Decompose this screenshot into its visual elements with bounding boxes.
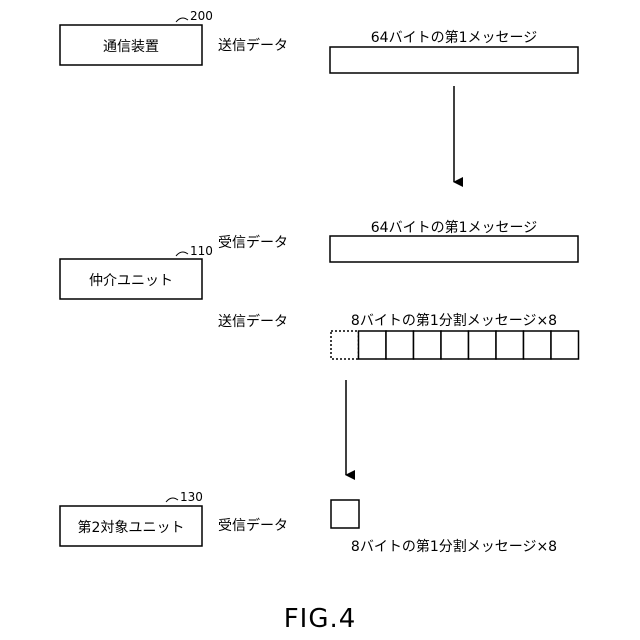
split-segment [551, 331, 579, 359]
split-segment [386, 331, 414, 359]
mid-recv-data-label: 受信データ [218, 234, 288, 251]
split-message-bottom-label: 8バイトの第1分割メッセージ×8 [351, 538, 557, 555]
second-target-unit-ref: 130 [180, 490, 203, 504]
first-message-top-box [330, 47, 578, 73]
split-segment [469, 331, 497, 359]
first-message-top-label: 64バイトの第1メッセージ [371, 29, 537, 46]
communication-device-ref: 200 [190, 9, 213, 23]
second-target-unit-label: 第2対象ユニット [78, 519, 185, 536]
intermediary-unit-ref-leader [176, 252, 188, 256]
split-segment [524, 331, 552, 359]
first-message-mid-box [330, 236, 578, 262]
target-recv-data-label: 受信データ [218, 517, 288, 534]
intermediary-unit-label: 仲介ユニット [89, 273, 173, 289]
mid-send-data-label: 送信データ [218, 313, 288, 330]
split-segment [441, 331, 469, 359]
second-target-unit-ref-leader [166, 498, 178, 502]
split-segment-row [331, 331, 579, 359]
split-message-mid-label: 8バイトの第1分割メッセージ×8 [351, 312, 557, 329]
figure-caption: FIG.4 [284, 604, 357, 634]
comm-send-data-label: 送信データ [218, 37, 288, 54]
intermediary-unit-ref: 110 [190, 244, 213, 258]
communication-device-ref-leader [176, 18, 188, 22]
split-segment-dotted [331, 331, 359, 359]
received-split-segment [331, 500, 359, 528]
split-segment [414, 331, 442, 359]
first-message-mid-label: 64バイトの第1メッセージ [371, 219, 537, 236]
split-segment [359, 331, 387, 359]
communication-device-label: 通信装置 [103, 39, 159, 55]
split-segment [496, 331, 524, 359]
